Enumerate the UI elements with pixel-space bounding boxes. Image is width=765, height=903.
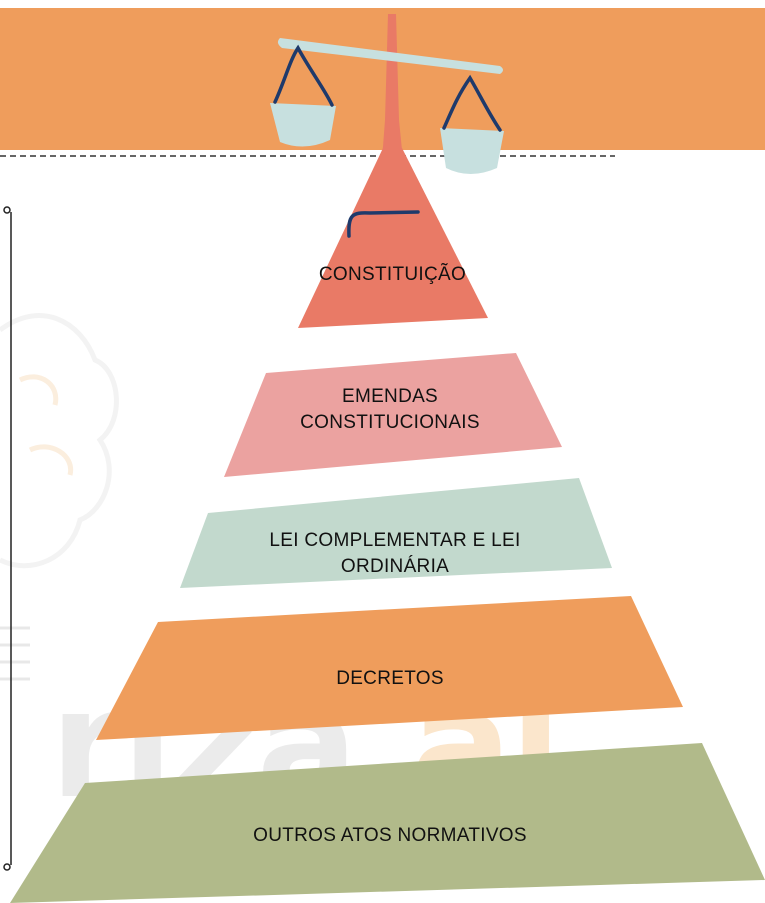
level-label-1: CONSTITUIÇÃO [318, 264, 467, 285]
level-label-5: OUTROS ATOS NORMATIVOS [253, 825, 527, 846]
level-shape-4 [96, 596, 683, 740]
level-label-2: EMENDAS CONSTITUCIONAIS [300, 386, 480, 433]
level-label-4: DECRETOS [336, 668, 444, 689]
level-shape-2 [224, 353, 562, 477]
level-shape-5 [10, 743, 765, 903]
background-bulb-icon [0, 313, 119, 681]
scale-of-justice-icon [270, 14, 504, 238]
level-label-3: LEI COMPLEMENTAR E LEI ORDINÁRIA [269, 530, 521, 577]
vertical-bracket [3, 206, 12, 871]
level-shape-3 [180, 478, 612, 588]
header-banner [0, 8, 765, 150]
level-shape-1 [298, 148, 488, 328]
